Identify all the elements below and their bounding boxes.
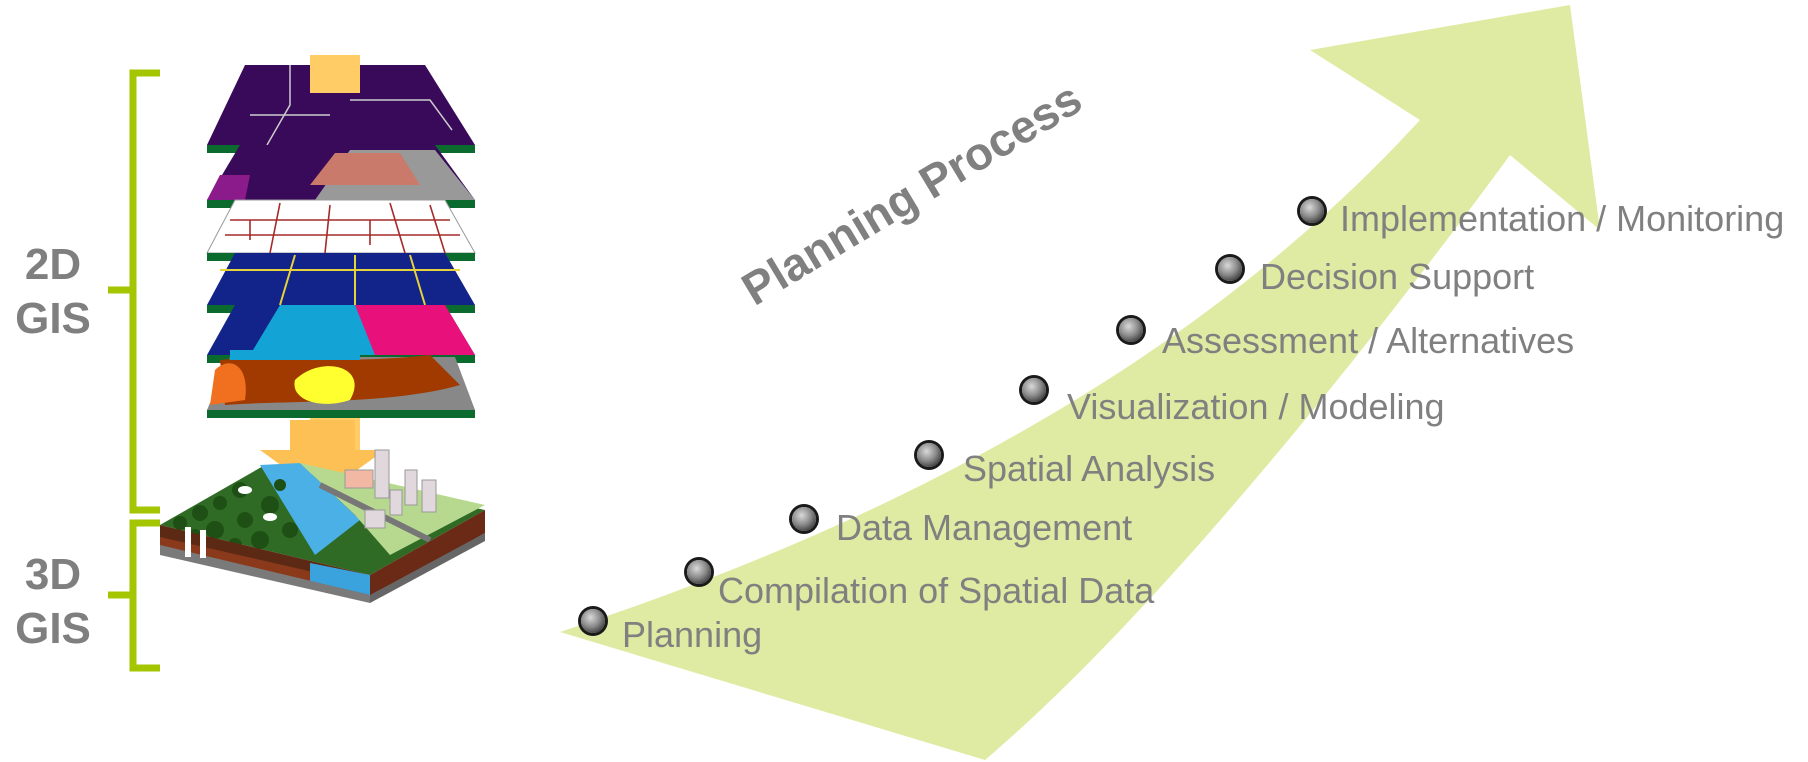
step-planning: Planning: [622, 614, 763, 655]
step-dot-compilation: [687, 560, 711, 584]
gis-layer-stack: [206, 55, 476, 495]
label-3d-gis: 3D GIS: [3, 548, 103, 656]
layer-streets: [206, 199, 476, 261]
step-dot-planning: [581, 609, 605, 633]
label-2d-gis-text: GIS: [15, 294, 91, 343]
label-3d-gis-text: GIS: [15, 604, 91, 653]
step-compilation: Compilation of Spatial Data: [718, 570, 1155, 611]
step-dot-data-management: [792, 507, 816, 531]
label-3d: 3D: [24, 550, 82, 599]
step-data-management: Data Management: [836, 507, 1133, 548]
step-dot-assessment: [1119, 318, 1143, 342]
layer-parcels: [207, 55, 475, 153]
bracket-2d: [108, 69, 160, 514]
label-2d: 2D: [24, 240, 82, 289]
step-decision-support: Decision Support: [1260, 256, 1535, 297]
step-dot-implementation: [1300, 199, 1324, 223]
step-spatial-analysis: Spatial Analysis: [963, 448, 1216, 489]
down-arrow-icon: [260, 420, 385, 495]
gis-3d-block: [160, 449, 485, 603]
label-2d-gis: 2D GIS: [3, 238, 103, 346]
step-dot-visualization: [1022, 378, 1046, 402]
step-dot-spatial-analysis: [917, 443, 941, 467]
bracket-3d: [108, 519, 160, 672]
step-implementation: Implementation / Monitoring: [1340, 198, 1785, 239]
layer-network: [207, 253, 475, 313]
layer-landuse: [207, 145, 475, 208]
layer-terrain: [207, 350, 475, 418]
step-dot-decision-support: [1218, 257, 1242, 281]
step-visualization: Visualization / Modeling: [1067, 386, 1445, 427]
step-assessment: Assessment / Alternatives: [1162, 320, 1575, 361]
